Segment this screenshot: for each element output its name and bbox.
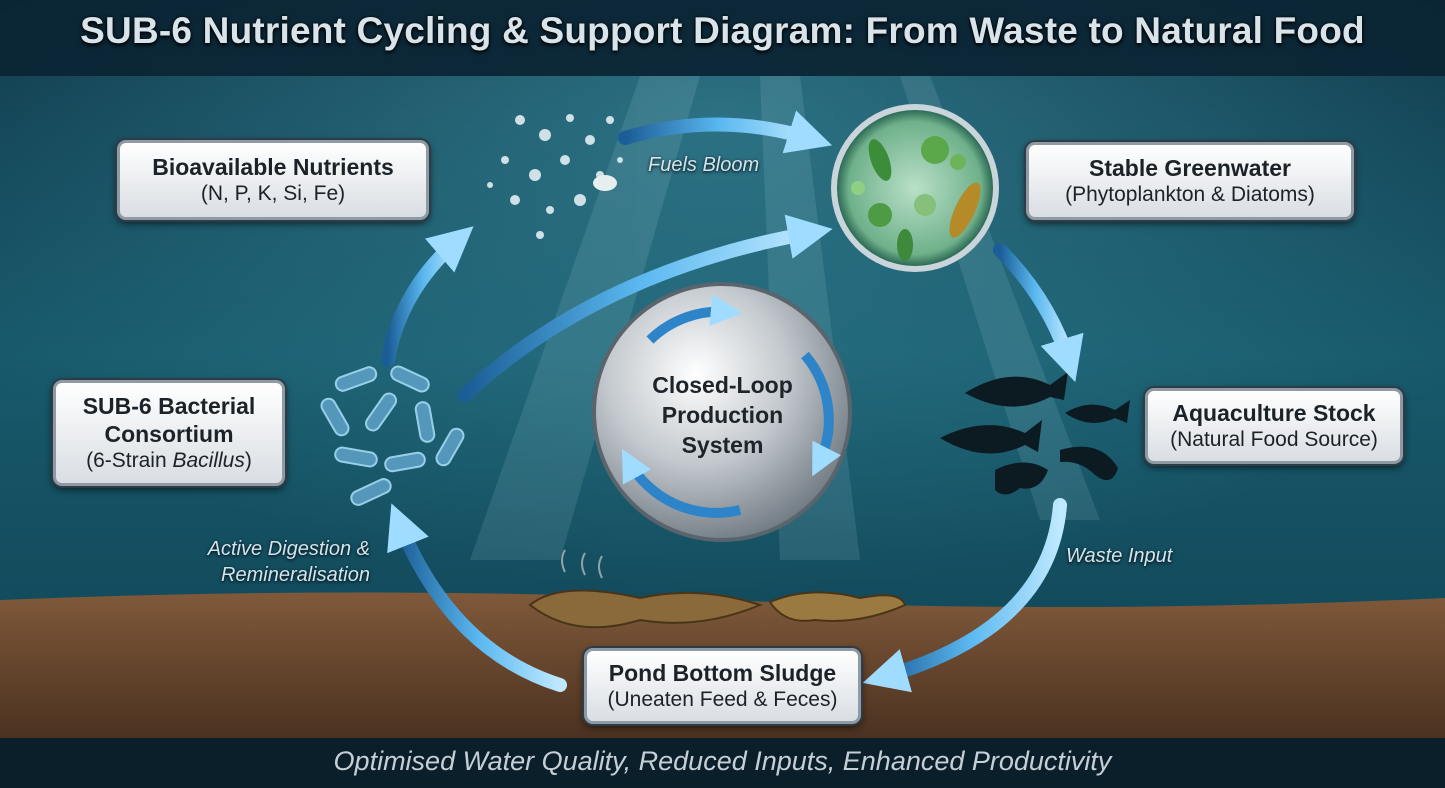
node-pond-bottom-sludge: Pond Bottom Sludge (Uneaten Feed & Feces… bbox=[584, 648, 861, 724]
node-title-line2: Consortium bbox=[104, 421, 234, 447]
subtitle-genus: Bacillus bbox=[172, 449, 245, 472]
diagram-title: SUB-6 Nutrient Cycling & Support Diagram… bbox=[80, 10, 1365, 51]
recycle-arrows-icon bbox=[592, 282, 852, 542]
node-bioavailable-nutrients: Bioavailable Nutrients (N, P, K, Si, Fe) bbox=[117, 140, 429, 220]
arrow-bacteria-to-greenwater bbox=[458, 214, 833, 402]
leaf-litter-icon bbox=[528, 549, 907, 629]
subtitle-suffix: ) bbox=[244, 449, 252, 472]
cycle-arrows bbox=[381, 110, 1084, 693]
node-title: Bioavailable Nutrients bbox=[152, 154, 394, 180]
footer-tagline: Optimised Water Quality, Reduced Inputs,… bbox=[333, 746, 1112, 776]
node-title: Stable Greenwater bbox=[1089, 155, 1291, 181]
phytoplankton-icon bbox=[831, 104, 999, 272]
subtitle-prefix: (6-Strain bbox=[86, 449, 173, 472]
bacteria-icon bbox=[320, 365, 465, 506]
center-line2: Production bbox=[661, 402, 784, 428]
node-sub6-bacterial-consortium: SUB-6 Bacterial Consortium (6-Strain Bac… bbox=[53, 380, 285, 486]
edge-label-waste-input: Waste Input bbox=[1066, 545, 1173, 567]
node-title: Aquaculture Stock bbox=[1172, 400, 1376, 426]
edge-label-fuels-bloom: Fuels Bloom bbox=[648, 154, 760, 176]
center-label: Closed-Loop Production System bbox=[615, 370, 830, 460]
center-line3: System bbox=[681, 432, 764, 458]
center-line1: Closed-Loop bbox=[652, 372, 793, 398]
node-subtitle: (Natural Food Source) bbox=[1170, 428, 1378, 451]
node-aquaculture-stock: Aquaculture Stock (Natural Food Source) bbox=[1145, 388, 1403, 464]
arrow-sludge-to-bacteria bbox=[387, 503, 567, 692]
node-subtitle: (N, P, K, Si, Fe) bbox=[200, 182, 346, 205]
digestion-line1: Active Digestion & bbox=[207, 538, 370, 560]
node-stable-greenwater: Stable Greenwater (Phytoplankton & Diato… bbox=[1026, 142, 1354, 220]
arrow-fuels-bloom bbox=[618, 110, 833, 154]
arrow-greenwater-to-stock bbox=[993, 243, 1084, 383]
nutrient-particles-icon bbox=[487, 114, 623, 239]
fish-shrimp-icon bbox=[940, 372, 1130, 495]
edge-label-digestion: Active Digestion & Remineralisation bbox=[190, 536, 370, 588]
node-title: Pond Bottom Sludge bbox=[608, 660, 837, 686]
arrow-waste-input bbox=[862, 498, 1067, 693]
node-title-line1: SUB-6 Bacterial bbox=[82, 393, 256, 419]
arrow-bacteria-to-nutrients bbox=[381, 226, 474, 367]
node-subtitle: (Phytoplankton & Diatoms) bbox=[1065, 183, 1315, 206]
node-subtitle: (Uneaten Feed & Feces) bbox=[607, 688, 838, 711]
node-subtitle: (6-Strain Bacillus) bbox=[56, 448, 282, 474]
digestion-line2: Remineralisation bbox=[221, 564, 370, 586]
